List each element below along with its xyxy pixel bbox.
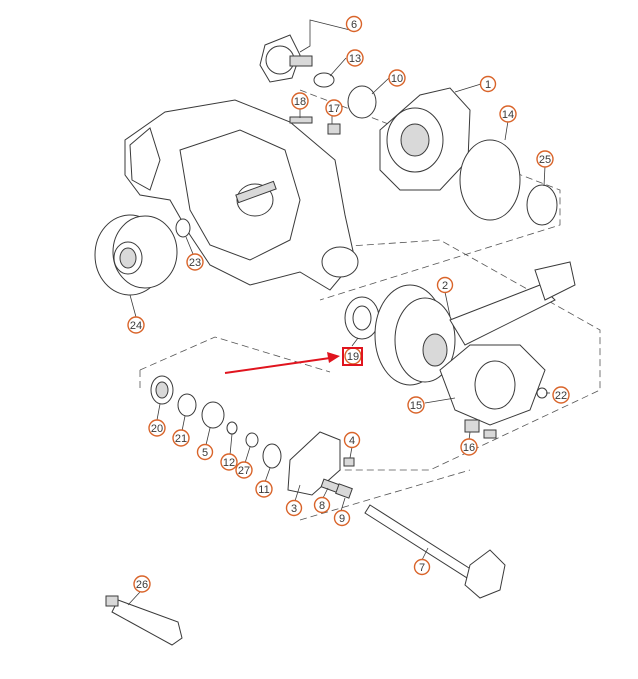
lower-parts-row bbox=[150, 375, 282, 469]
callout-19: 19 bbox=[344, 347, 362, 365]
svg-text:23: 23 bbox=[189, 257, 201, 269]
bearing-19-inner bbox=[352, 305, 372, 331]
o-ring-25 bbox=[526, 184, 558, 226]
callout-9: 9 bbox=[333, 509, 351, 527]
svg-text:11: 11 bbox=[258, 484, 269, 496]
svg-text:20: 20 bbox=[151, 423, 163, 435]
callout-27: 27 bbox=[235, 461, 253, 479]
callout-10: 10 bbox=[388, 69, 406, 87]
red-arrow-shaft bbox=[224, 357, 331, 374]
right-dashed-boundary bbox=[289, 239, 601, 471]
svg-text:14: 14 bbox=[502, 109, 514, 121]
svg-text:10: 10 bbox=[391, 73, 403, 85]
callout-1: 1 bbox=[479, 75, 497, 93]
sensor-16 bbox=[464, 419, 480, 433]
callout-4: 4 bbox=[343, 431, 361, 449]
callout-8: 8 bbox=[313, 496, 331, 514]
lower-dashed-boundary bbox=[299, 469, 471, 521]
o-ring-14 bbox=[459, 139, 521, 221]
callout-12: 12 bbox=[220, 453, 238, 471]
red-arrow-head-icon bbox=[327, 352, 340, 363]
callout-14: 14 bbox=[499, 105, 517, 123]
washer-22 bbox=[536, 387, 548, 399]
svg-text:4: 4 bbox=[349, 435, 355, 447]
svg-text:8: 8 bbox=[319, 500, 325, 512]
callout-2: 2 bbox=[436, 276, 454, 294]
bolt-4 bbox=[343, 457, 355, 467]
svg-text:26: 26 bbox=[136, 579, 148, 591]
circlip-13 bbox=[313, 72, 335, 88]
svg-text:5: 5 bbox=[202, 447, 208, 459]
side-cover bbox=[379, 87, 471, 191]
callout-25: 25 bbox=[536, 150, 554, 168]
callout-5: 5 bbox=[196, 443, 214, 461]
svg-text:25: 25 bbox=[539, 154, 551, 166]
differential-gear bbox=[374, 261, 576, 386]
callout-22: 22 bbox=[552, 386, 570, 404]
svg-text:2: 2 bbox=[442, 280, 448, 292]
carrier-cover bbox=[439, 344, 546, 426]
callouts: 1 2 3 4 5 6 7 8 9 10 11 12 13 14 15 16 1… bbox=[127, 15, 570, 593]
callout-26: 26 bbox=[133, 575, 151, 593]
callout-3: 3 bbox=[285, 499, 303, 517]
svg-text:6: 6 bbox=[351, 19, 357, 31]
callout-6: 6 bbox=[345, 15, 363, 33]
callout-23: 23 bbox=[186, 253, 204, 271]
svg-text:17: 17 bbox=[328, 103, 340, 115]
svg-text:27: 27 bbox=[238, 465, 250, 477]
highlight-marker bbox=[224, 347, 363, 374]
svg-text:13: 13 bbox=[349, 53, 361, 65]
plug-17 bbox=[327, 123, 341, 135]
svg-text:1: 1 bbox=[485, 79, 491, 91]
svg-text:18: 18 bbox=[294, 96, 306, 108]
svg-text:3: 3 bbox=[291, 503, 297, 515]
callout-18: 18 bbox=[291, 92, 309, 110]
drive-shaft bbox=[320, 478, 506, 599]
sealant-tube bbox=[105, 595, 183, 646]
callout-20: 20 bbox=[148, 419, 166, 437]
svg-text:16: 16 bbox=[463, 442, 475, 454]
svg-text:9: 9 bbox=[339, 513, 345, 525]
callout-15: 15 bbox=[407, 396, 425, 414]
leader-lines bbox=[127, 19, 550, 606]
callout-13: 13 bbox=[346, 49, 364, 67]
sensor-16-tab bbox=[483, 429, 497, 439]
assembly-boundaries bbox=[139, 89, 601, 521]
callout-24: 24 bbox=[127, 316, 145, 334]
callout-7: 7 bbox=[413, 558, 431, 576]
cover-flange bbox=[94, 214, 178, 296]
cover-plate-3 bbox=[287, 431, 341, 496]
svg-text:24: 24 bbox=[130, 320, 142, 332]
callout-16: 16 bbox=[460, 438, 478, 456]
mid-dashed-boundary bbox=[139, 336, 331, 373]
svg-text:19: 19 bbox=[347, 351, 359, 363]
svg-text:22: 22 bbox=[555, 390, 567, 402]
svg-text:21: 21 bbox=[175, 433, 187, 445]
svg-text:7: 7 bbox=[419, 562, 425, 574]
svg-text:12: 12 bbox=[223, 457, 235, 469]
highlight-box bbox=[342, 347, 363, 366]
callout-17: 17 bbox=[325, 99, 343, 117]
callout-21: 21 bbox=[172, 429, 190, 447]
svg-text:15: 15 bbox=[410, 400, 422, 412]
upper-drive-flange bbox=[259, 34, 313, 83]
bolt-18 bbox=[289, 116, 313, 124]
seal-10 bbox=[347, 85, 377, 119]
seal-23 bbox=[175, 218, 191, 238]
callout-11: 11 bbox=[255, 480, 273, 498]
transmission-housing bbox=[124, 99, 359, 291]
